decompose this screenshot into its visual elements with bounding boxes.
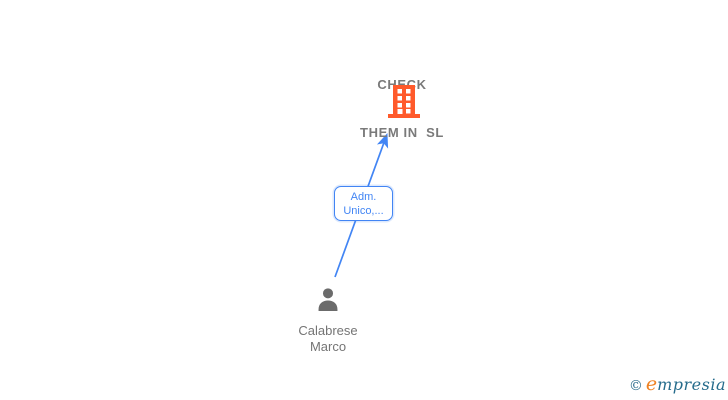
edge-role-line1: Adm. — [350, 190, 377, 203]
edge-role-line2: Unico,... — [343, 204, 384, 217]
brand-logo-first-letter: e — [645, 373, 658, 395]
person-node-label[interactable]: Calabrese Marco — [267, 323, 389, 355]
person-name-line2: Marco — [309, 339, 347, 354]
person-icon[interactable] — [314, 286, 342, 314]
company-name-line2: THEM IN SL — [360, 125, 444, 140]
edge-role-label[interactable]: Adm. Unico,... — [334, 186, 393, 221]
copyright-icon: © — [628, 378, 643, 394]
brand-logo-text: mpresia — [657, 375, 726, 394]
building-icon[interactable] — [387, 83, 421, 120]
person-name-line1: Calabrese — [298, 323, 358, 338]
empresia-watermark[interactable]: ©empresia — [629, 374, 726, 396]
